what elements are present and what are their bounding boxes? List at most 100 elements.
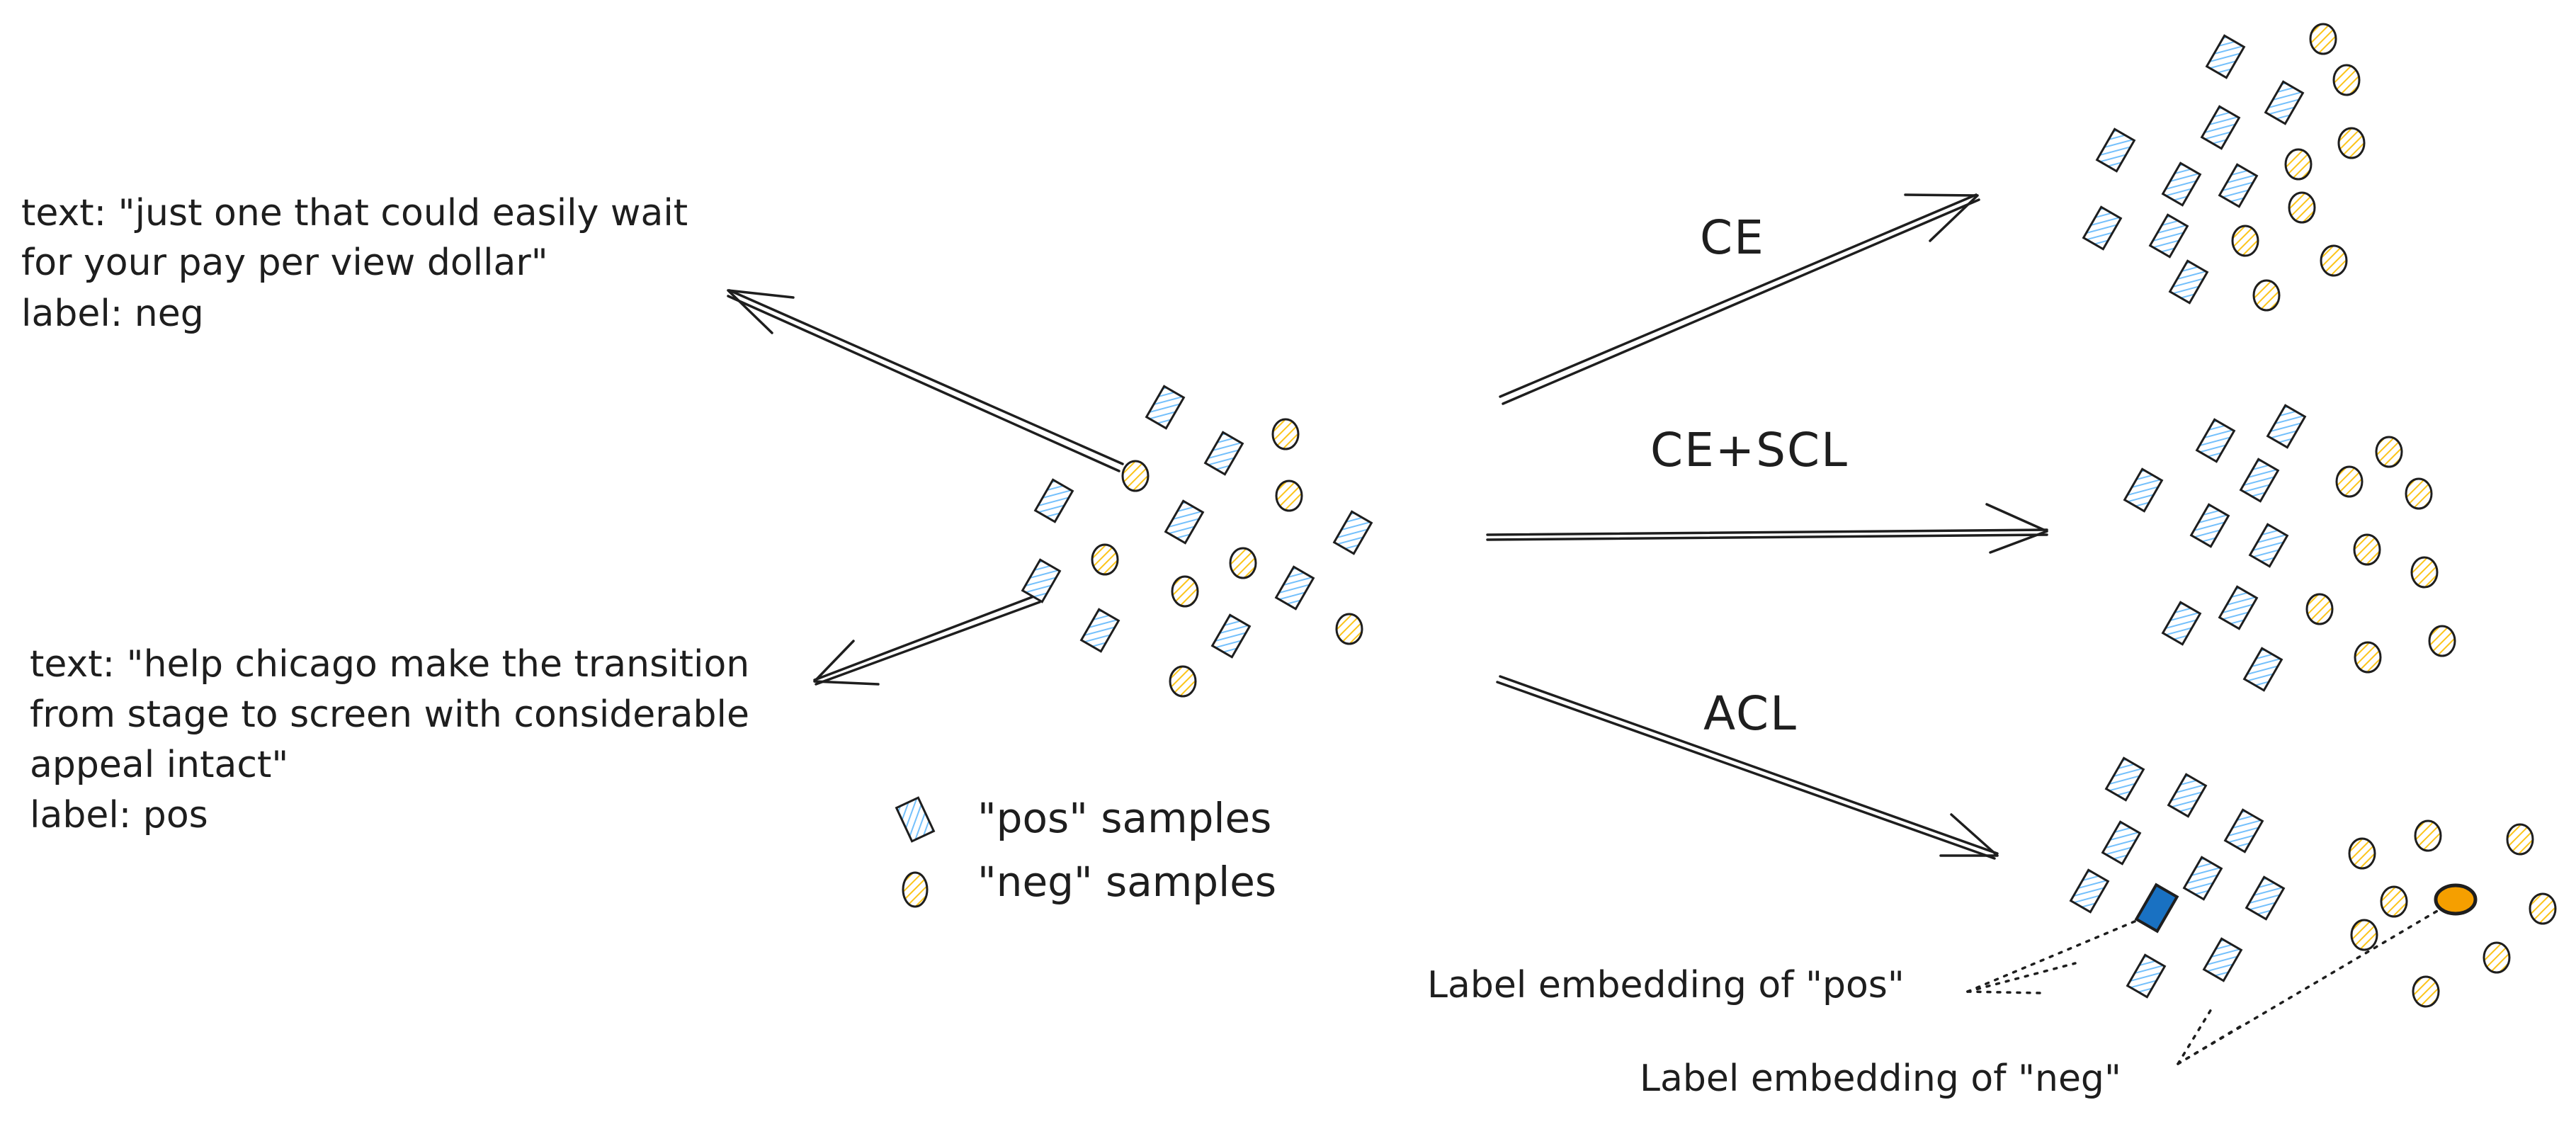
ce-samples-cluster: [2082, 23, 2366, 312]
arrow-ce-scl: [1486, 503, 2048, 554]
pos-sample-marker: [2248, 523, 2289, 568]
acl-samples-cluster: [2069, 756, 2557, 1008]
pos-sample-marker: [2218, 585, 2259, 630]
pos-sample-marker: [2069, 868, 2110, 914]
pos-sample-marker: [1210, 613, 1252, 659]
pos-example-line-4: label: pos: [30, 794, 208, 836]
pos-sample-marker: [2167, 773, 2208, 818]
pos-sample-marker: [2082, 205, 2123, 251]
pos-example-line-2: from stage to screen with considerable: [30, 693, 749, 736]
neg-sample-marker: [2320, 244, 2348, 277]
pos-sample-marker: [1332, 510, 1373, 555]
pointer-pos-embedding: [1966, 912, 2155, 994]
method-label-ce: CE: [1700, 210, 1765, 265]
input-samples-cluster: [1021, 385, 1373, 698]
pos-sample-marker: [1033, 478, 1074, 523]
neg-sample-marker: [2332, 64, 2361, 96]
neg-sample-marker: [2414, 819, 2442, 852]
pos-sample-marker: [2205, 34, 2246, 79]
neg-sample-marker: [1091, 543, 1119, 576]
neg-sample-marker: [1169, 665, 1197, 698]
pos-label-embedding-marker: [2134, 883, 2179, 934]
neg-sample-marker: [2350, 919, 2378, 951]
pos-sample-marker: [2126, 953, 2167, 999]
arrow-ce: [1499, 193, 1980, 405]
neg-sample-marker: [2506, 823, 2534, 856]
neg-sample-marker: [2428, 625, 2456, 657]
pos-sample-marker: [1274, 565, 1315, 611]
neg-sample-marker: [2354, 641, 2382, 674]
neg-sample-marker: [2483, 941, 2511, 974]
pos-sample-marker: [2161, 601, 2202, 646]
pointer-neg-embedding: [2177, 902, 2452, 1065]
pos-example-annotation: text: "help chicago make the transition …: [30, 643, 761, 836]
arrow-to-pos-example: [813, 594, 1041, 686]
neg-sample-marker: [1335, 613, 1363, 645]
pos-sample-marker: [2200, 105, 2241, 150]
pos-sample-marker: [2223, 808, 2264, 853]
neg-example-line-3: label: neg: [21, 293, 204, 335]
legend-neg-label: "neg" samples: [977, 858, 1276, 906]
neg-example-line-1: text: "just one that could easily wait: [21, 192, 688, 234]
neg-sample-marker: [2231, 225, 2259, 257]
neg-sample-marker: [2288, 191, 2316, 224]
neg-sample-marker: [2405, 477, 2433, 510]
pos-sample-marker: [1079, 608, 1120, 653]
pos-example-line-1: text: "help chicago make the transition: [30, 643, 749, 686]
pos-sample-marker: [2239, 458, 2280, 503]
pos-sample-marker: [2101, 820, 2142, 866]
neg-sample-marker: [2529, 892, 2557, 925]
neg-sample-marker: [2375, 436, 2403, 468]
neg-sample-marker: [1271, 418, 1300, 450]
label-embedding-pos-text: Label embedding of "pos": [1427, 964, 1905, 1006]
neg-sample-marker: [2305, 593, 2334, 625]
neg-sample-marker: [1121, 460, 1150, 492]
arrow-to-neg-example: [727, 289, 1124, 472]
pos-sample-marker: [2161, 161, 2202, 207]
neg-label-embedding-marker: [2434, 883, 2478, 916]
neg-sample-marker: [2335, 465, 2364, 498]
method-label-ce-scl: CE+SCL: [1650, 423, 1849, 477]
legend-neg-marker: [902, 871, 929, 908]
pos-sample-marker: [2095, 127, 2136, 173]
pos-sample-marker: [1145, 385, 1186, 430]
pos-sample-marker: [2202, 937, 2243, 982]
pos-sample-marker: [2168, 259, 2209, 305]
pos-sample-marker: [1021, 558, 1062, 603]
pos-sample-marker: [1203, 431, 1244, 476]
neg-sample-marker: [2353, 533, 2381, 566]
neg-sample-marker: [2348, 837, 2376, 870]
neg-sample-marker: [2309, 23, 2337, 55]
neg-sample-marker: [2412, 975, 2440, 1008]
pos-sample-marker: [2123, 467, 2164, 513]
pos-sample-marker: [2264, 80, 2305, 125]
neg-sample-marker: [1229, 547, 1257, 579]
neg-example-line-2: for your pay per view dollar": [21, 242, 548, 284]
pos-sample-marker: [2218, 163, 2259, 208]
ce-scl-samples-cluster: [2123, 404, 2456, 692]
pos-sample-marker: [2245, 875, 2286, 921]
neg-example-annotation: text: "just one that could easily wait f…: [21, 192, 700, 335]
legend-pos-marker: [895, 796, 936, 843]
pos-sample-marker: [2195, 418, 2236, 463]
label-embedding-neg-text: Label embedding of "neg": [1640, 1057, 2121, 1100]
pos-sample-marker: [2242, 647, 2283, 692]
neg-sample-marker: [2284, 148, 2313, 181]
legend-pos-label: "pos" samples: [977, 794, 1271, 842]
pos-sample-marker: [2266, 404, 2307, 449]
pos-sample-marker: [2182, 856, 2223, 901]
neg-sample-marker: [2337, 127, 2366, 159]
pos-sample-marker: [2189, 503, 2230, 548]
arrow-acl: [1496, 675, 1999, 860]
pos-sample-marker: [2148, 213, 2189, 259]
neg-sample-marker: [1275, 480, 1303, 512]
pos-sample-marker: [1164, 499, 1205, 545]
neg-sample-marker: [2380, 885, 2408, 918]
neg-sample-marker: [2410, 556, 2439, 589]
pos-sample-marker: [2104, 756, 2145, 802]
neg-sample-marker: [1171, 575, 1199, 608]
method-label-acl: ACL: [1703, 686, 1798, 741]
pos-example-line-3: appeal intact": [30, 744, 288, 786]
neg-sample-marker: [2252, 279, 2281, 312]
